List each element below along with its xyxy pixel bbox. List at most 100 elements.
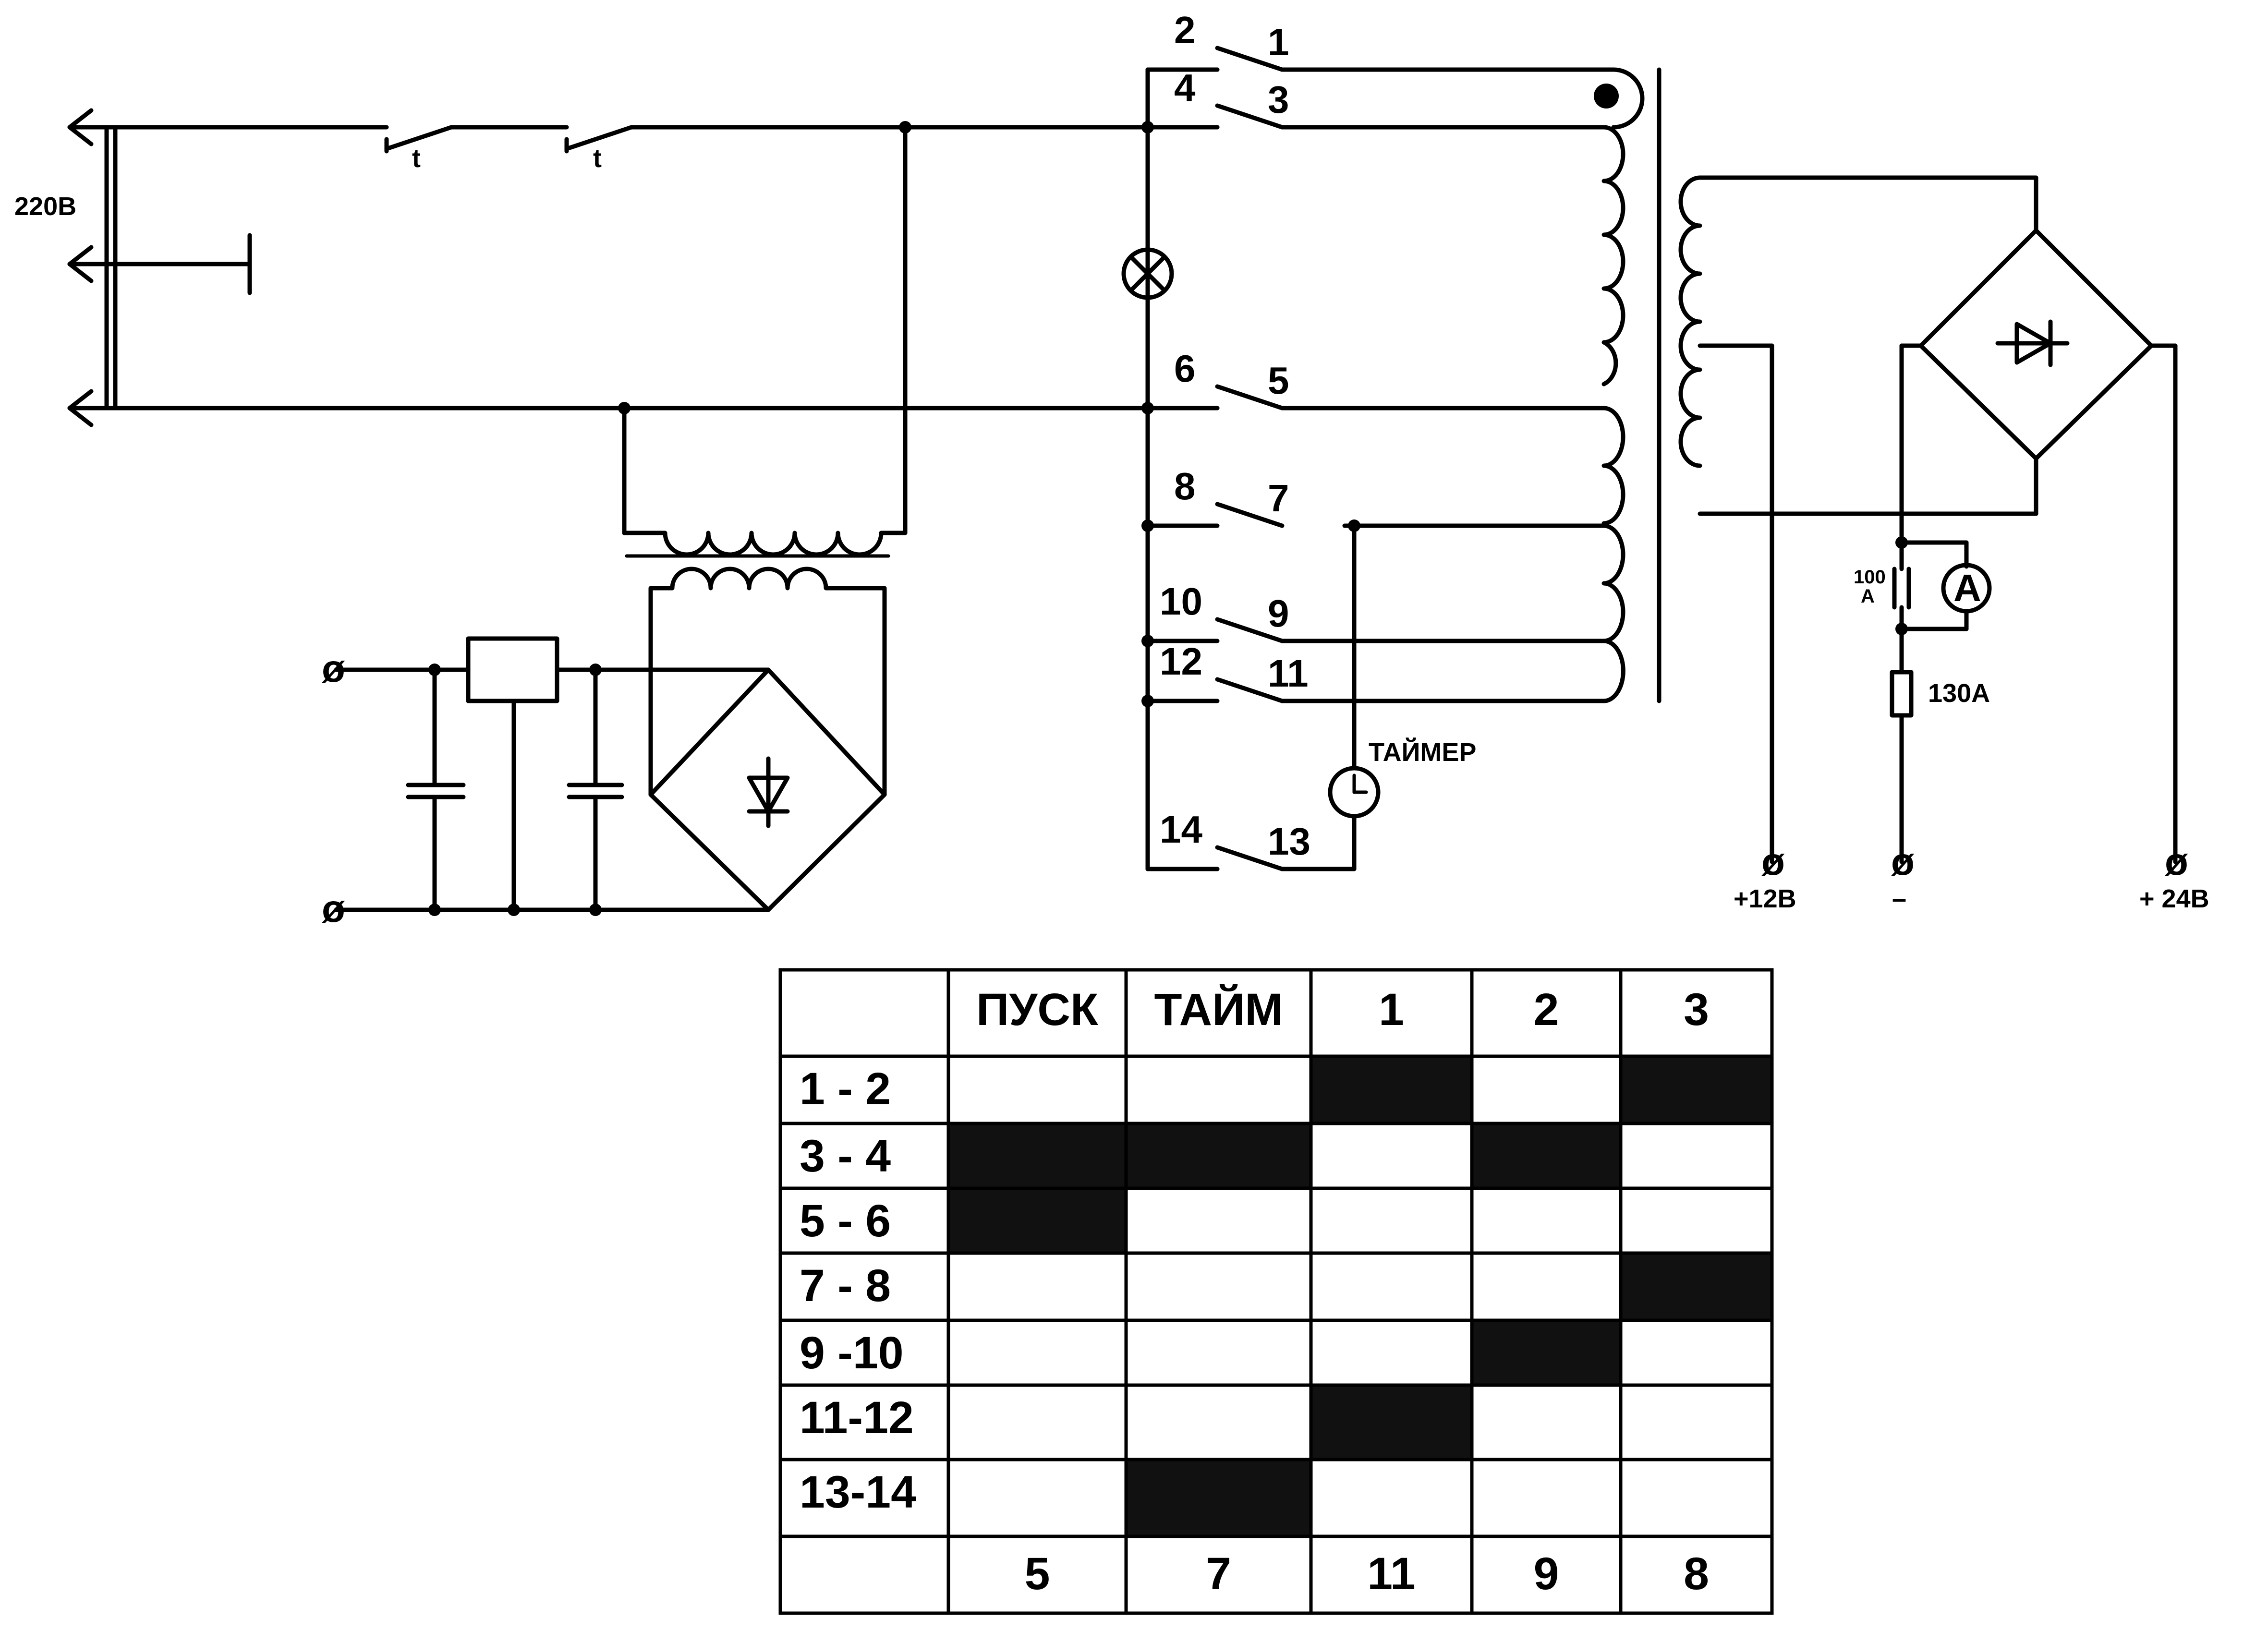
primary-winding-2 — [1601, 406, 1625, 526]
table-header-label: 3 — [1684, 984, 1709, 1035]
ammeter-label: A — [1953, 567, 1981, 609]
table-cell-open — [1309, 1122, 1474, 1190]
winding-start-dot — [1594, 84, 1619, 109]
contact-label-right: 3 — [1268, 78, 1289, 121]
table-cell-open — [1124, 1383, 1313, 1461]
control-primary-winding — [622, 531, 908, 557]
psu-terminal-bottom[interactable]: ø — [322, 887, 345, 930]
table-row-label-cell — [778, 1054, 950, 1125]
table-row-label: 9 -10 — [800, 1328, 904, 1378]
contact-label-left: 14 — [1160, 808, 1202, 851]
contact-label-right: 1 — [1268, 21, 1289, 63]
table-header-cell — [778, 968, 950, 1058]
table-cell-open — [1124, 1318, 1313, 1387]
table-cell-open — [1619, 1383, 1774, 1461]
table-footer-cell — [778, 1534, 950, 1615]
table-cell-open — [1309, 1186, 1474, 1255]
thermo-label-2: t — [593, 144, 602, 173]
table-footer-label: 7 — [1206, 1548, 1231, 1599]
switch-contact-10-9[interactable]: 10 9 — [1145, 580, 1289, 643]
table-cell-closed — [946, 1186, 1128, 1255]
table-header-label: 1 — [1379, 984, 1404, 1035]
table-header-cell — [1470, 968, 1623, 1058]
table-cell-open — [1309, 1458, 1474, 1538]
table-cell-open — [1619, 1318, 1774, 1387]
table-cell-open — [1470, 1251, 1623, 1322]
terminal-minus-icon[interactable]: ø — [1891, 840, 1915, 883]
table-cell-open — [1470, 1054, 1623, 1125]
table-footer-cell — [1124, 1534, 1313, 1615]
control-transformer — [622, 125, 908, 797]
table-cell-closed — [1470, 1122, 1623, 1190]
main-bridge-diamond — [1918, 228, 2154, 461]
table-cell-open — [946, 1458, 1128, 1538]
table-cell-open — [1124, 1054, 1313, 1125]
table-cell-open — [946, 1054, 1128, 1125]
primary-lead-1 — [1280, 67, 1645, 130]
contact-label-left: 10 — [1160, 580, 1202, 623]
contact-label-left: 2 — [1174, 9, 1196, 51]
table-footer-cell — [1470, 1534, 1623, 1615]
contact-label-left: 12 — [1160, 640, 1202, 683]
voltage-label: 220В — [14, 192, 76, 221]
table-header-label: 2 — [1534, 984, 1559, 1035]
table-cell-open — [1309, 1251, 1474, 1322]
contact-blade — [1215, 384, 1285, 410]
table-footer-cell — [1309, 1534, 1474, 1615]
table-footer-cell — [1619, 1534, 1774, 1615]
timer: ТАЙМЕР — [1280, 519, 1476, 871]
contact-label-left: 8 — [1174, 465, 1196, 507]
contact-label-left: 6 — [1174, 347, 1196, 390]
thermo-label-1: t — [412, 144, 421, 173]
table-cell-open — [1619, 1186, 1774, 1255]
table-footer-cell — [946, 1534, 1128, 1615]
psu-terminal-top[interactable]: ø — [322, 647, 345, 690]
table-header-cell — [1309, 968, 1474, 1058]
table-cell-open — [946, 1383, 1128, 1461]
table-row-label: 7 - 8 — [800, 1260, 891, 1311]
fuse-icon — [1890, 670, 1914, 718]
terminal-plus12-icon[interactable]: ø — [1761, 840, 1785, 883]
switch-contact-12-11[interactable]: 12 11 — [1145, 640, 1309, 703]
primary-winding-4 — [1601, 639, 1625, 703]
fuse-label: 130А — [1928, 679, 1990, 708]
table-row-label: 11-12 — [800, 1392, 914, 1443]
secondary-circuit: A 100 А 130А ø ø ø +12В – + 24В — [1678, 175, 2209, 913]
table-footer-label: 5 — [1025, 1548, 1050, 1599]
table-row-label: 13-14 — [800, 1467, 916, 1518]
table-cell-open — [1470, 1186, 1623, 1255]
contact-label-right: 9 — [1268, 592, 1289, 635]
psu-output-filter: ø ø — [322, 636, 771, 930]
table-footer-label: 9 — [1534, 1548, 1559, 1599]
table-cell-open — [1619, 1122, 1774, 1190]
mains-input: 220В — [14, 108, 252, 427]
table-cell-closed — [1124, 1458, 1313, 1538]
table-cell-open — [1470, 1458, 1623, 1538]
table-cell-open — [946, 1318, 1128, 1387]
terminal-plus24-label: + 24В — [2139, 884, 2209, 913]
contact-blade — [1215, 845, 1285, 871]
table-cell-open — [1124, 1251, 1313, 1322]
table-footer-label: 11 — [1367, 1548, 1415, 1599]
thermal-switches: t t — [113, 125, 1220, 173]
table-cell-open — [946, 1251, 1128, 1322]
table-cell-closed — [1124, 1122, 1313, 1190]
terminal-plus24-icon[interactable]: ø — [2165, 840, 2188, 883]
table-header-label: ТАЙМ — [1154, 984, 1283, 1035]
main-transformer — [1280, 67, 1662, 703]
timer-label: ТАЙМЕР — [1369, 737, 1476, 767]
contact-label-right: 11 — [1268, 652, 1309, 695]
primary-winding-3 — [1601, 523, 1625, 643]
table-cell-closed — [1309, 1054, 1474, 1125]
table-cell-open — [1309, 1318, 1474, 1387]
lamp-icon — [1121, 247, 1174, 300]
table-cell-closed — [1470, 1318, 1623, 1387]
